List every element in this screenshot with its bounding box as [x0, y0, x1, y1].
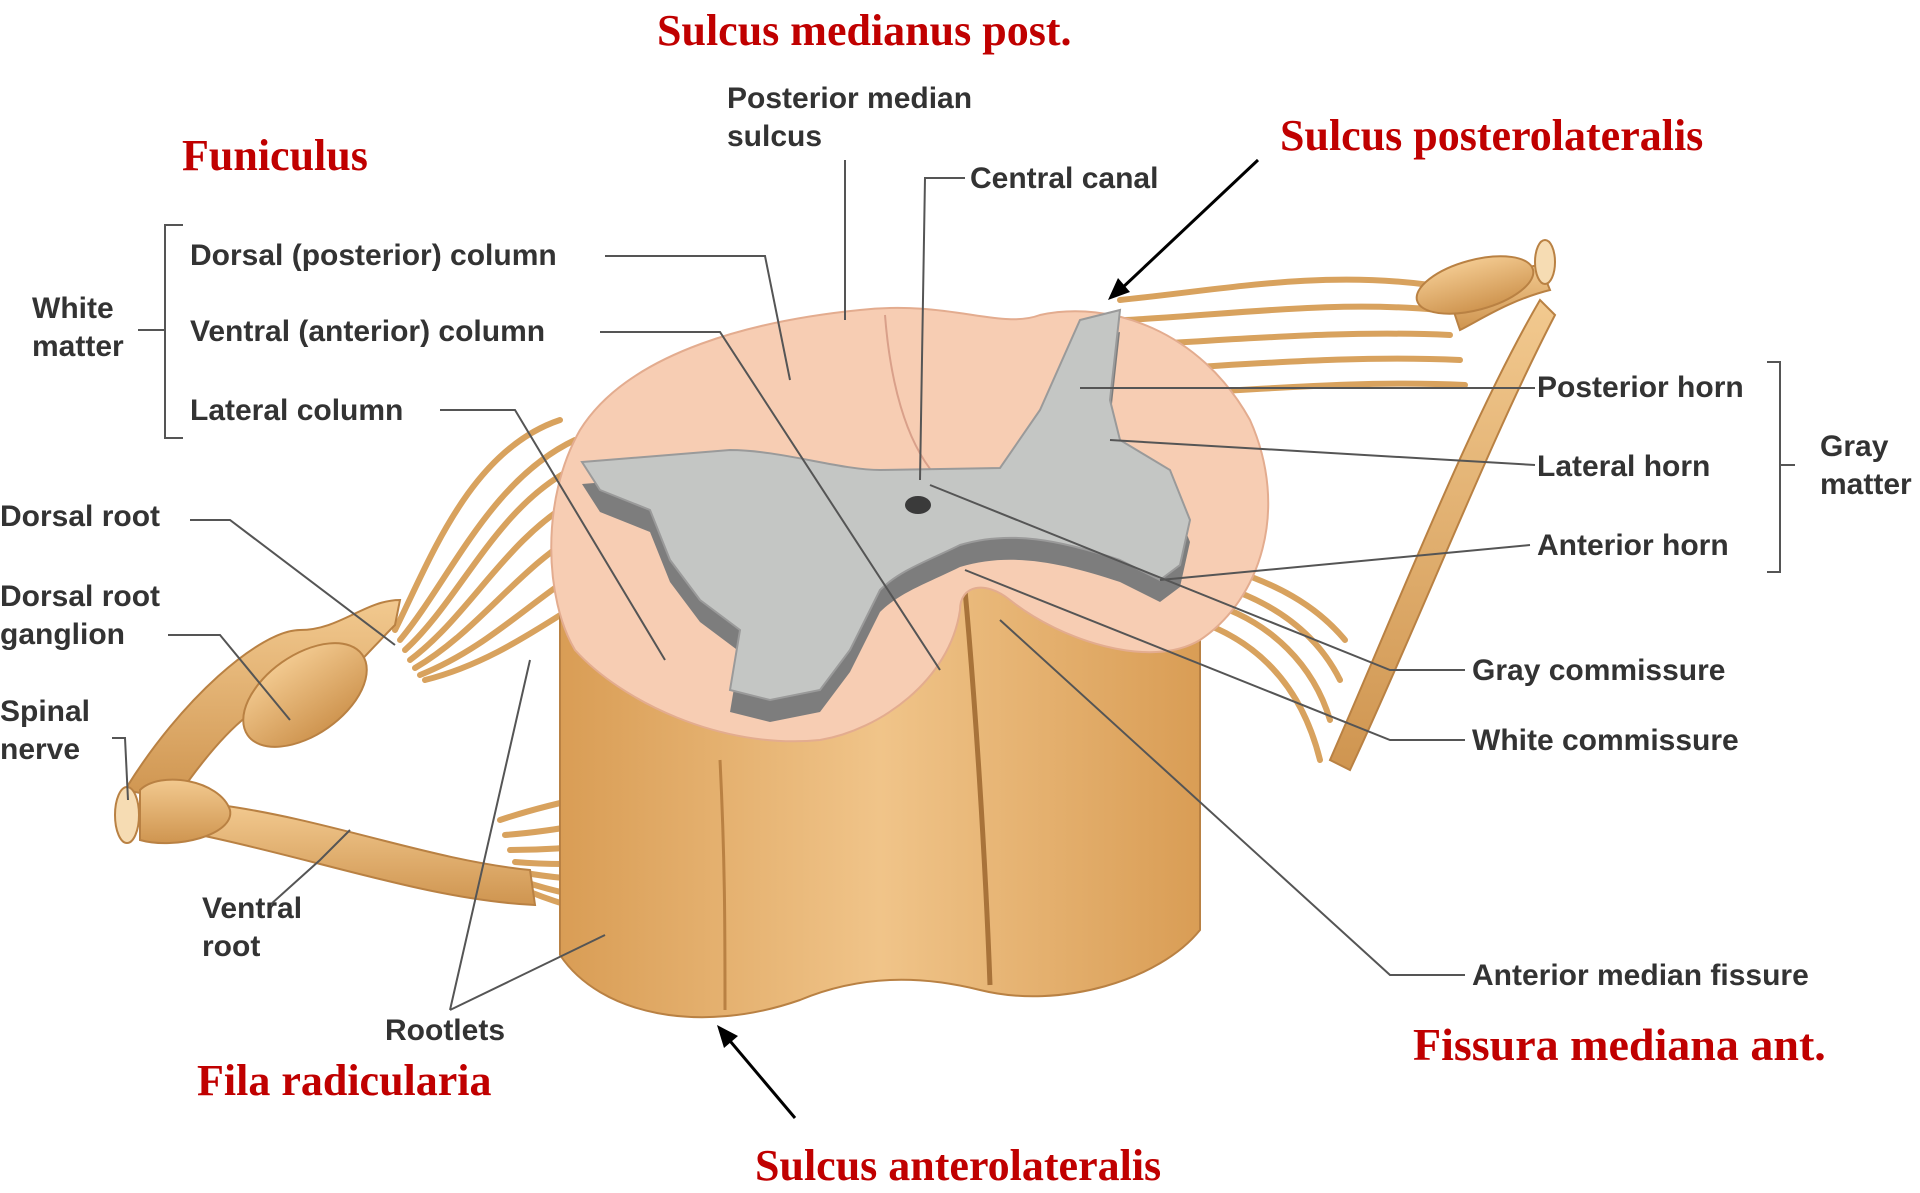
rootlets-label: Rootlets: [385, 1012, 505, 1050]
posterior-median-sulcus-label: Posterior median sulcus: [727, 80, 972, 155]
posterior-horn-label: Posterior horn: [1537, 369, 1744, 407]
ventral-root-label: Ventral root: [202, 890, 302, 965]
lateral-column-label: Lateral column: [190, 392, 403, 430]
fissura-mediana-ant-label: Fissura mediana ant.: [1413, 1018, 1826, 1071]
central-canal: [905, 496, 931, 514]
white-matter-label: White matter: [32, 290, 124, 365]
funiculus-label: Funiculus: [182, 130, 368, 181]
white-commissure-label: White commissure: [1472, 722, 1739, 760]
lateral-horn-label: Lateral horn: [1537, 448, 1710, 486]
anterior-median-fissure-label: Anterior median fissure: [1472, 957, 1809, 995]
sulcus-posterolateralis-label: Sulcus posterolateralis: [1280, 110, 1703, 161]
right-spinal-nerve-cut-end: [1535, 240, 1555, 284]
dorsal-root-label: Dorsal root: [0, 498, 160, 536]
dorsal-column-label: Dorsal (posterior) column: [190, 237, 557, 275]
ventral-column-label: Ventral (anterior) column: [190, 313, 545, 351]
sulcus-medianus-post-label: Sulcus medianus post.: [657, 5, 1071, 56]
gray-matter-label: Gray matter: [1820, 428, 1912, 503]
spinal-nerve-label: Spinal nerve: [0, 693, 90, 768]
fila-radicularia-label: Fila radicularia: [197, 1055, 492, 1106]
gray-commissure-label: Gray commissure: [1472, 652, 1725, 690]
central-canal-label: Central canal: [970, 160, 1158, 198]
anterior-horn-label: Anterior horn: [1537, 527, 1729, 565]
right-ventral-root: [1330, 300, 1555, 770]
dorsal-root-ganglion-label: Dorsal root ganglion: [0, 578, 160, 653]
sulcus-anterolateralis-label: Sulcus anterolateralis: [755, 1140, 1161, 1191]
